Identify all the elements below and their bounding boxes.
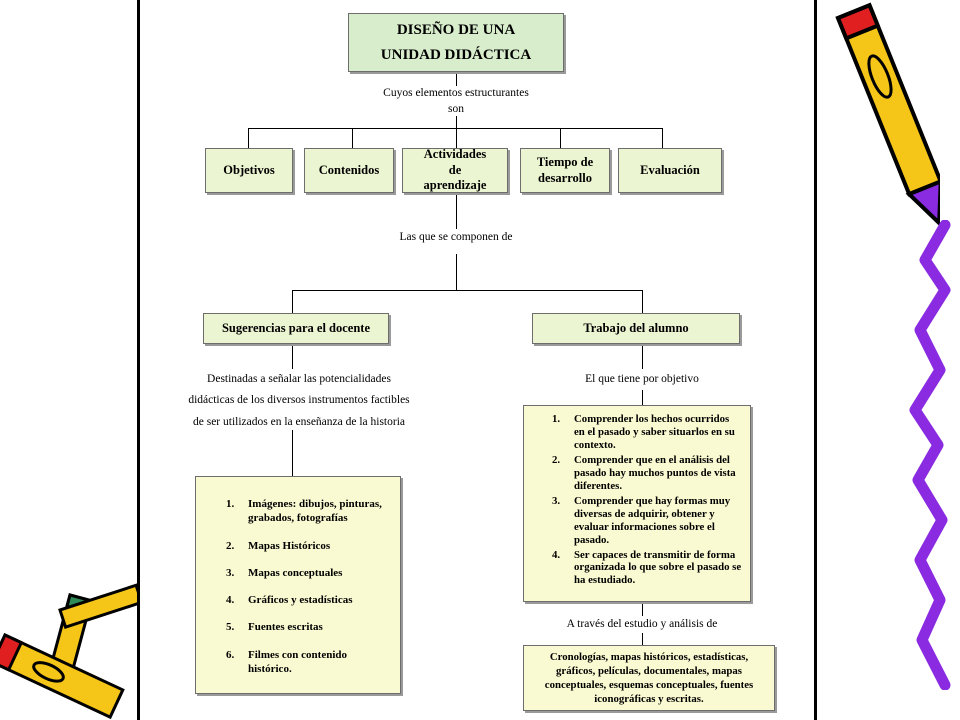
element-actividades: Actividades de aprendizaje bbox=[402, 147, 508, 193]
connector-line bbox=[642, 290, 643, 313]
pencil-top-right-icon bbox=[835, 2, 940, 228]
connector-line bbox=[292, 344, 293, 369]
connector-line bbox=[456, 128, 457, 148]
branch-trabajo-alumno: Trabajo del alumno bbox=[532, 313, 740, 344]
list-item: 1.Imágenes: dibujos, pinturas, grabados,… bbox=[226, 498, 382, 525]
list-item: 2.Comprender que en el análisis del pasa… bbox=[552, 453, 736, 492]
connector-line bbox=[662, 128, 663, 148]
connector-line bbox=[292, 290, 293, 313]
list-item: 3.Comprender que hay formas muy diversas… bbox=[552, 494, 731, 546]
connector-line bbox=[456, 116, 457, 128]
connector-line bbox=[456, 254, 457, 290]
sources-box: Cronologías, mapas históricos, estadísti… bbox=[523, 645, 775, 711]
connector-line bbox=[292, 290, 642, 291]
element-contenidos: Contenidos bbox=[304, 148, 394, 193]
connector-caption-components: Las que se componen de bbox=[399, 231, 513, 243]
diagram-title: DISEÑO DE UNA UNIDAD DIDÁCTICA bbox=[380, 21, 532, 63]
list-item: 1.Comprender los hechos ocurridos en el … bbox=[552, 413, 735, 451]
right-branch-description: El que tiene por objetivo bbox=[585, 373, 699, 385]
list-item: 6.Filmes con contenido histórico. bbox=[226, 648, 347, 676]
connector-line bbox=[352, 128, 353, 148]
list-item: 3.Mapas conceptuales bbox=[226, 566, 343, 579]
instruments-list: 1.Imágenes: dibujos, pinturas, grabados,… bbox=[226, 497, 386, 676]
connector-line bbox=[456, 72, 457, 86]
connector-line bbox=[248, 128, 662, 129]
diagram-page: DISEÑO DE UNA UNIDAD DIDÁCTICA Cuyos ele… bbox=[137, 0, 817, 720]
pencils-bottom-left-icon bbox=[0, 583, 140, 720]
instruments-list-box: 1.Imágenes: dibujos, pinturas, grabados,… bbox=[195, 476, 401, 694]
connector-line bbox=[560, 128, 561, 148]
connector-line bbox=[642, 390, 643, 405]
connector-line bbox=[642, 633, 643, 645]
branch-sugerencias-docente: Sugerencias para el docente bbox=[203, 313, 389, 344]
squiggle-line-icon bbox=[909, 220, 951, 690]
connector-line bbox=[642, 344, 643, 369]
connector-line bbox=[456, 193, 457, 229]
element-evaluacion: Evaluación bbox=[618, 148, 722, 193]
connector-line bbox=[248, 128, 249, 148]
element-tiempo: Tiempo de desarrollo bbox=[520, 148, 610, 193]
objectives-list-box: 1.Comprender los hechos ocurridos en el … bbox=[523, 405, 751, 602]
left-branch-description: Destinadas a señalar las potencialidades… bbox=[188, 373, 410, 428]
connector-line bbox=[292, 430, 293, 476]
title-box: DISEÑO DE UNA UNIDAD DIDÁCTICA bbox=[348, 13, 564, 72]
connector-line bbox=[642, 602, 643, 616]
list-item: 4.Ser capaces de transmitir de forma org… bbox=[552, 548, 742, 587]
connector-caption-elements: Cuyos elementos estructurantes son bbox=[383, 87, 529, 115]
objectives-list: 1.Comprender los hechos ocurridos en el … bbox=[552, 413, 742, 587]
element-objetivos: Objetivos bbox=[205, 148, 293, 193]
list-item: 2.Mapas Históricos bbox=[226, 539, 331, 552]
list-item: 5.Fuentes escritas bbox=[226, 621, 323, 634]
right-branch-connector-caption: A través del estudio y análisis de bbox=[566, 618, 718, 630]
list-item: 4.Gráficos y estadísticas bbox=[226, 594, 353, 607]
